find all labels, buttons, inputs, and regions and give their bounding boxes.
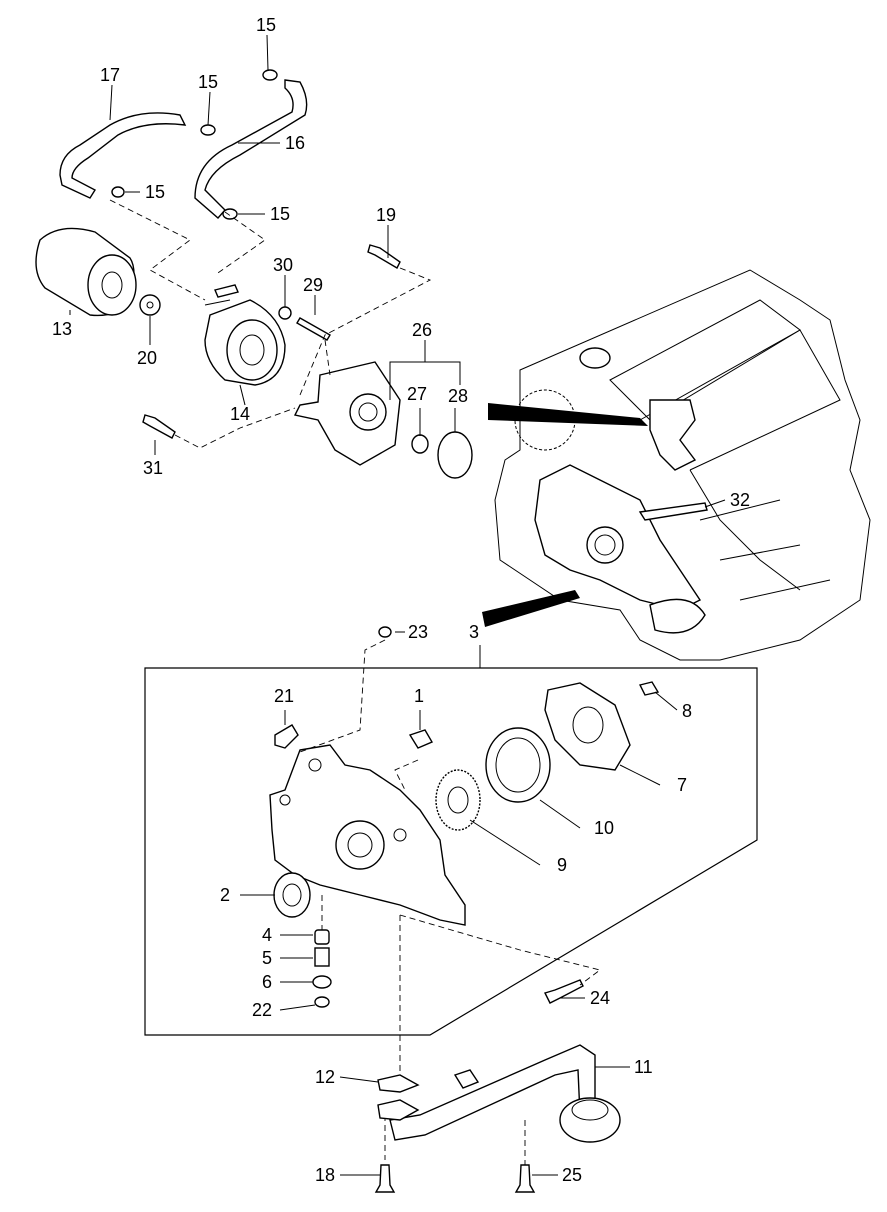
oil-hose-16	[194, 79, 308, 219]
assembly-path-lines	[109, 199, 432, 449]
pump-assembly-paths	[299, 639, 602, 1165]
callout-27: 27	[407, 384, 427, 404]
outer-gear-10	[485, 727, 551, 803]
callout-15: 15	[145, 182, 165, 202]
callout-30: 30	[273, 255, 293, 275]
relief-plunger-4	[314, 929, 330, 945]
bolt-19	[367, 244, 401, 269]
callout-4: 4	[262, 925, 272, 945]
callout-7: 7	[677, 775, 687, 795]
plug-21	[274, 724, 299, 749]
callout-19: 19	[376, 205, 396, 225]
callout-22: 22	[252, 1000, 272, 1020]
pointer-arrow-upper	[488, 403, 648, 426]
callout-21: 21	[274, 686, 294, 706]
dowel-1	[408, 729, 434, 749]
assembly-frame-3	[144, 667, 758, 1036]
bolt-31	[142, 414, 176, 439]
callout-18: 18	[315, 1165, 335, 1185]
callout-2: 2	[220, 885, 230, 905]
callout-labels: 15 17 15 16 15 15 19 30 29 26 27 28 13 2…	[52, 15, 750, 1185]
o-ring-23	[378, 626, 392, 638]
oil-cooler	[204, 284, 286, 386]
snap-ring-22	[314, 996, 330, 1008]
pump-cover-7	[544, 682, 631, 771]
inner-gear-9	[435, 769, 481, 831]
callout-12: 12	[315, 1067, 335, 1087]
callout-15: 15	[256, 15, 276, 35]
callout-31: 31	[143, 458, 163, 478]
callout-13: 13	[52, 319, 72, 339]
bolt-24	[544, 979, 584, 1004]
oil-filter	[35, 227, 137, 317]
relief-spring-5	[314, 947, 330, 967]
callout-25: 25	[562, 1165, 582, 1185]
callout-28: 28	[448, 386, 468, 406]
callout-24: 24	[590, 988, 610, 1008]
callout-29: 29	[303, 275, 323, 295]
callout-17: 17	[100, 65, 120, 85]
callout-20: 20	[137, 348, 157, 368]
leader-lines	[69, 34, 726, 1176]
callout-3: 3	[469, 622, 479, 642]
callout-11: 11	[634, 1057, 653, 1077]
gasket-28	[437, 431, 473, 479]
callout-1: 1	[414, 686, 424, 706]
strainer-gasket-12	[377, 1074, 420, 1093]
callout-9: 9	[557, 855, 567, 875]
callout-15: 15	[270, 204, 290, 224]
oil-pump-body	[269, 744, 466, 926]
o-ring-27	[411, 434, 429, 454]
stud-bolt-29	[296, 317, 331, 341]
oil-seal-2	[273, 872, 311, 918]
callout-6: 6	[262, 972, 272, 992]
washer-20	[139, 294, 161, 316]
callout-16: 16	[285, 133, 305, 153]
callout-14: 14	[230, 404, 250, 424]
callout-15: 15	[198, 72, 218, 92]
engine-block	[494, 269, 871, 661]
callout-32: 32	[730, 490, 750, 510]
oil-hose-17	[59, 112, 187, 199]
filter-bracket	[293, 361, 401, 466]
pointer-arrow-lower	[482, 590, 580, 627]
callout-5: 5	[262, 948, 272, 968]
oil-strainer-11	[377, 1044, 621, 1143]
callout-26: 26	[412, 320, 432, 340]
screw-8	[638, 681, 660, 696]
hose-clamp	[111, 69, 278, 220]
bolt-25	[514, 1164, 536, 1193]
callout-23: 23	[408, 622, 428, 642]
retainer-6	[312, 975, 332, 989]
callout-8: 8	[682, 701, 692, 721]
nut-30	[278, 306, 292, 320]
callout-10: 10	[594, 818, 614, 838]
bolt-18	[374, 1164, 396, 1193]
